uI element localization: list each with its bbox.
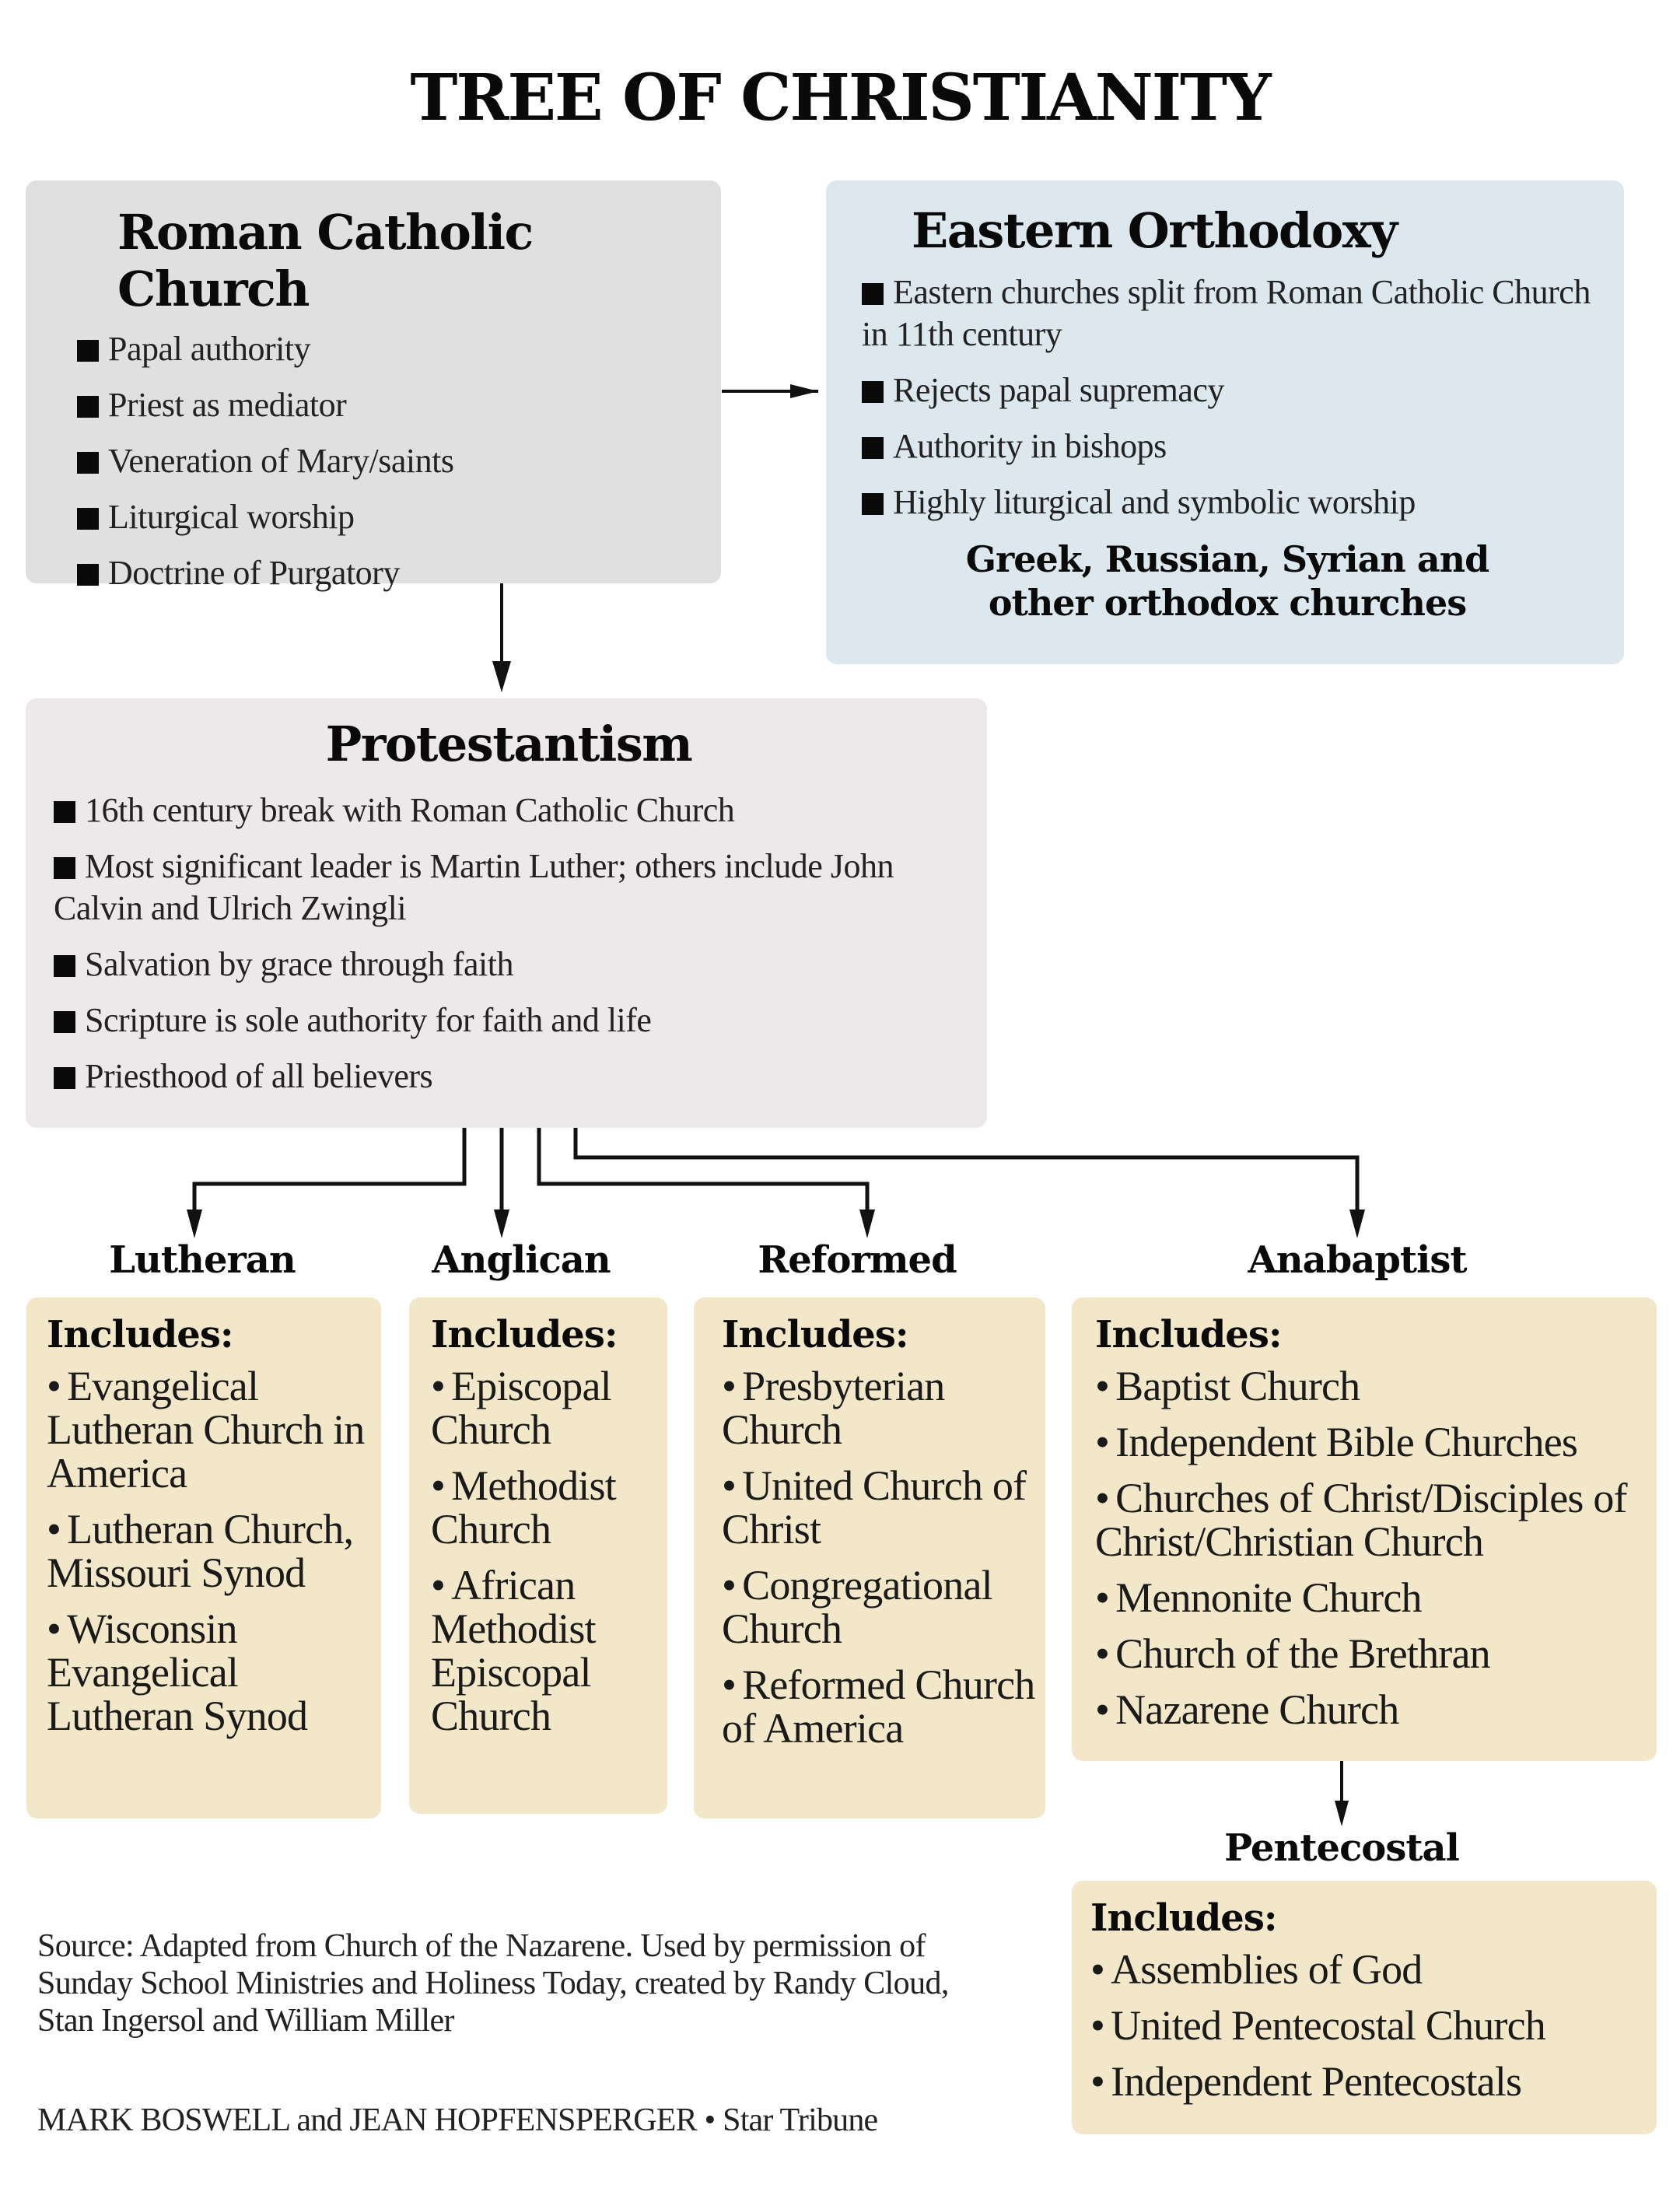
list-item: •Independent Pentecostals: [1090, 2058, 1522, 2105]
list-item: •Lutheran Church, Missouri Synod: [47, 1506, 354, 1596]
square-bullet-icon: [862, 381, 884, 403]
list-item: •Episcopal Church: [431, 1363, 612, 1453]
arrow-to-pentecostal: [1335, 1759, 1349, 1826]
list-item: Authority in bishops: [862, 425, 1593, 467]
list-item: Eastern churches split from Roman Cathol…: [862, 273, 1591, 353]
square-bullet-icon: [54, 857, 75, 879]
square-bullet-icon: [77, 452, 99, 474]
list-item: •United Church of Christ: [722, 1462, 1027, 1553]
credit-line: MARK BOSWELL and JEAN HOPFENSPERGER • St…: [37, 2102, 878, 2138]
list-item: •Wisconsin Evangelical Lutheran Synod: [47, 1605, 308, 1739]
includes-label: Includes:: [1095, 1313, 1283, 1357]
anglican-box: Includes: •Episcopal Church •Methodist C…: [409, 1297, 667, 1814]
square-bullet-icon: [77, 396, 99, 418]
list-item: Highly liturgical and symbolic worship: [862, 481, 1593, 523]
protestant-points: 16th century break with Roman Catholic C…: [54, 789, 964, 1097]
list-item: •Methodist Church: [431, 1462, 617, 1553]
protestant-title: Protestantism: [325, 716, 693, 772]
square-bullet-icon: [862, 437, 884, 459]
list-item: Doctrine of Purgatory: [77, 552, 721, 594]
square-bullet-icon: [77, 340, 99, 362]
branch-label-reformed: Reformed: [758, 1238, 957, 1282]
list-item: •African Methodist Episcopal Church: [431, 1562, 597, 1739]
list-item: Most significant leader is Martin Luther…: [54, 847, 894, 927]
square-bullet-icon: [54, 1067, 75, 1089]
square-bullet-icon: [77, 508, 99, 530]
orthodox-box: Eastern Orthodoxy Eastern churches split…: [826, 180, 1624, 664]
lutheran-items: •Evangelical Lutheran Church in America …: [47, 1364, 370, 1738]
anglican-items: •Episcopal Church •Methodist Church •Afr…: [431, 1364, 660, 1738]
list-item: •Church of the Brethran: [1095, 1630, 1491, 1677]
orthodox-title: Eastern Orthodoxy: [912, 202, 1398, 259]
square-bullet-icon: [54, 955, 75, 977]
list-item: 16th century break with Roman Catholic C…: [54, 789, 964, 831]
branch-label-lutheran: Lutheran: [109, 1238, 296, 1282]
list-item: •Presbyterian Church: [722, 1363, 945, 1453]
pentecostal-box: Includes: •Assemblies of God •United Pen…: [1072, 1881, 1657, 2134]
list-item: •Evangelical Lutheran Church in America: [47, 1363, 365, 1497]
list-item: •Mennonite Church: [1095, 1574, 1423, 1621]
list-item: Priesthood of all believers: [54, 1055, 964, 1097]
list-item: •Congregational Church: [722, 1562, 993, 1652]
pentecostal-items: •Assemblies of God •United Pentecostal C…: [1090, 1948, 1649, 2103]
list-item: Scripture is sole authority for faith an…: [54, 999, 964, 1041]
list-item: •Nazarene Church: [1095, 1686, 1399, 1733]
list-item: Salvation by grace through faith: [54, 943, 964, 985]
square-bullet-icon: [862, 283, 884, 305]
list-item: Veneration of Mary/saints: [77, 440, 721, 482]
includes-label: Includes:: [722, 1313, 909, 1357]
orthodox-churches-note: Greek, Russian, Syrian and other orthodo…: [965, 538, 1490, 624]
list-item: Papal authority: [77, 328, 721, 370]
arrow-to-reformed: [537, 1111, 875, 1238]
catholic-box: Roman Catholic Church Papal authority Pr…: [26, 180, 721, 592]
catholic-title: Roman Catholic Church: [117, 204, 534, 317]
list-item: •Assemblies of God: [1090, 1946, 1423, 1993]
lutheran-box: Includes: •Evangelical Lutheran Church i…: [26, 1297, 381, 1819]
source-note: Source: Adapted from Church of the Nazar…: [37, 1928, 949, 2039]
list-item: •Independent Bible Churches: [1095, 1419, 1578, 1465]
branch-label-anglican: Anglican: [432, 1238, 611, 1282]
square-bullet-icon: [862, 493, 884, 515]
anabaptist-items: •Baptist Church •Independent Bible Churc…: [1095, 1364, 1649, 1731]
list-item: Rejects papal supremacy: [862, 369, 1593, 411]
branch-label-pentecostal: Pentecostal: [1224, 1826, 1460, 1870]
anabaptist-box: Includes: •Baptist Church •Independent B…: [1072, 1297, 1657, 1761]
catholic-points: Papal authority Priest as mediator Vener…: [77, 328, 721, 594]
list-item: Priest as mediator: [77, 384, 721, 426]
branch-label-anabaptist: Anabaptist: [1248, 1238, 1467, 1282]
square-bullet-icon: [54, 801, 75, 823]
reformed-items: •Presbyterian Church •United Church of C…: [722, 1364, 1038, 1750]
includes-label: Includes:: [47, 1313, 234, 1357]
arrow-catholic-to-protestant: [492, 583, 511, 692]
page-title: TREE OF CHRISTIANITY: [410, 61, 1271, 135]
orthodox-points: Eastern churches split from Roman Cathol…: [862, 271, 1593, 523]
list-item: •Churches of Christ/Disciples of Christ/…: [1095, 1475, 1628, 1565]
square-bullet-icon: [54, 1011, 75, 1033]
list-item: •Baptist Church: [1095, 1363, 1360, 1409]
arrow-to-anglican: [494, 1111, 509, 1238]
reformed-box: Includes: •Presbyterian Church •United C…: [694, 1297, 1045, 1819]
list-item: Liturgical worship: [77, 496, 721, 538]
includes-label: Includes:: [1090, 1896, 1278, 1940]
protestant-box: Protestantism 16th century break with Ro…: [26, 698, 987, 1128]
arrow-to-lutheran: [187, 1105, 467, 1238]
list-item: •United Pentecostal Church: [1090, 2002, 1546, 2049]
square-bullet-icon: [77, 564, 99, 586]
includes-label: Includes:: [431, 1313, 618, 1357]
list-item: •Reformed Church of America: [722, 1661, 1035, 1752]
